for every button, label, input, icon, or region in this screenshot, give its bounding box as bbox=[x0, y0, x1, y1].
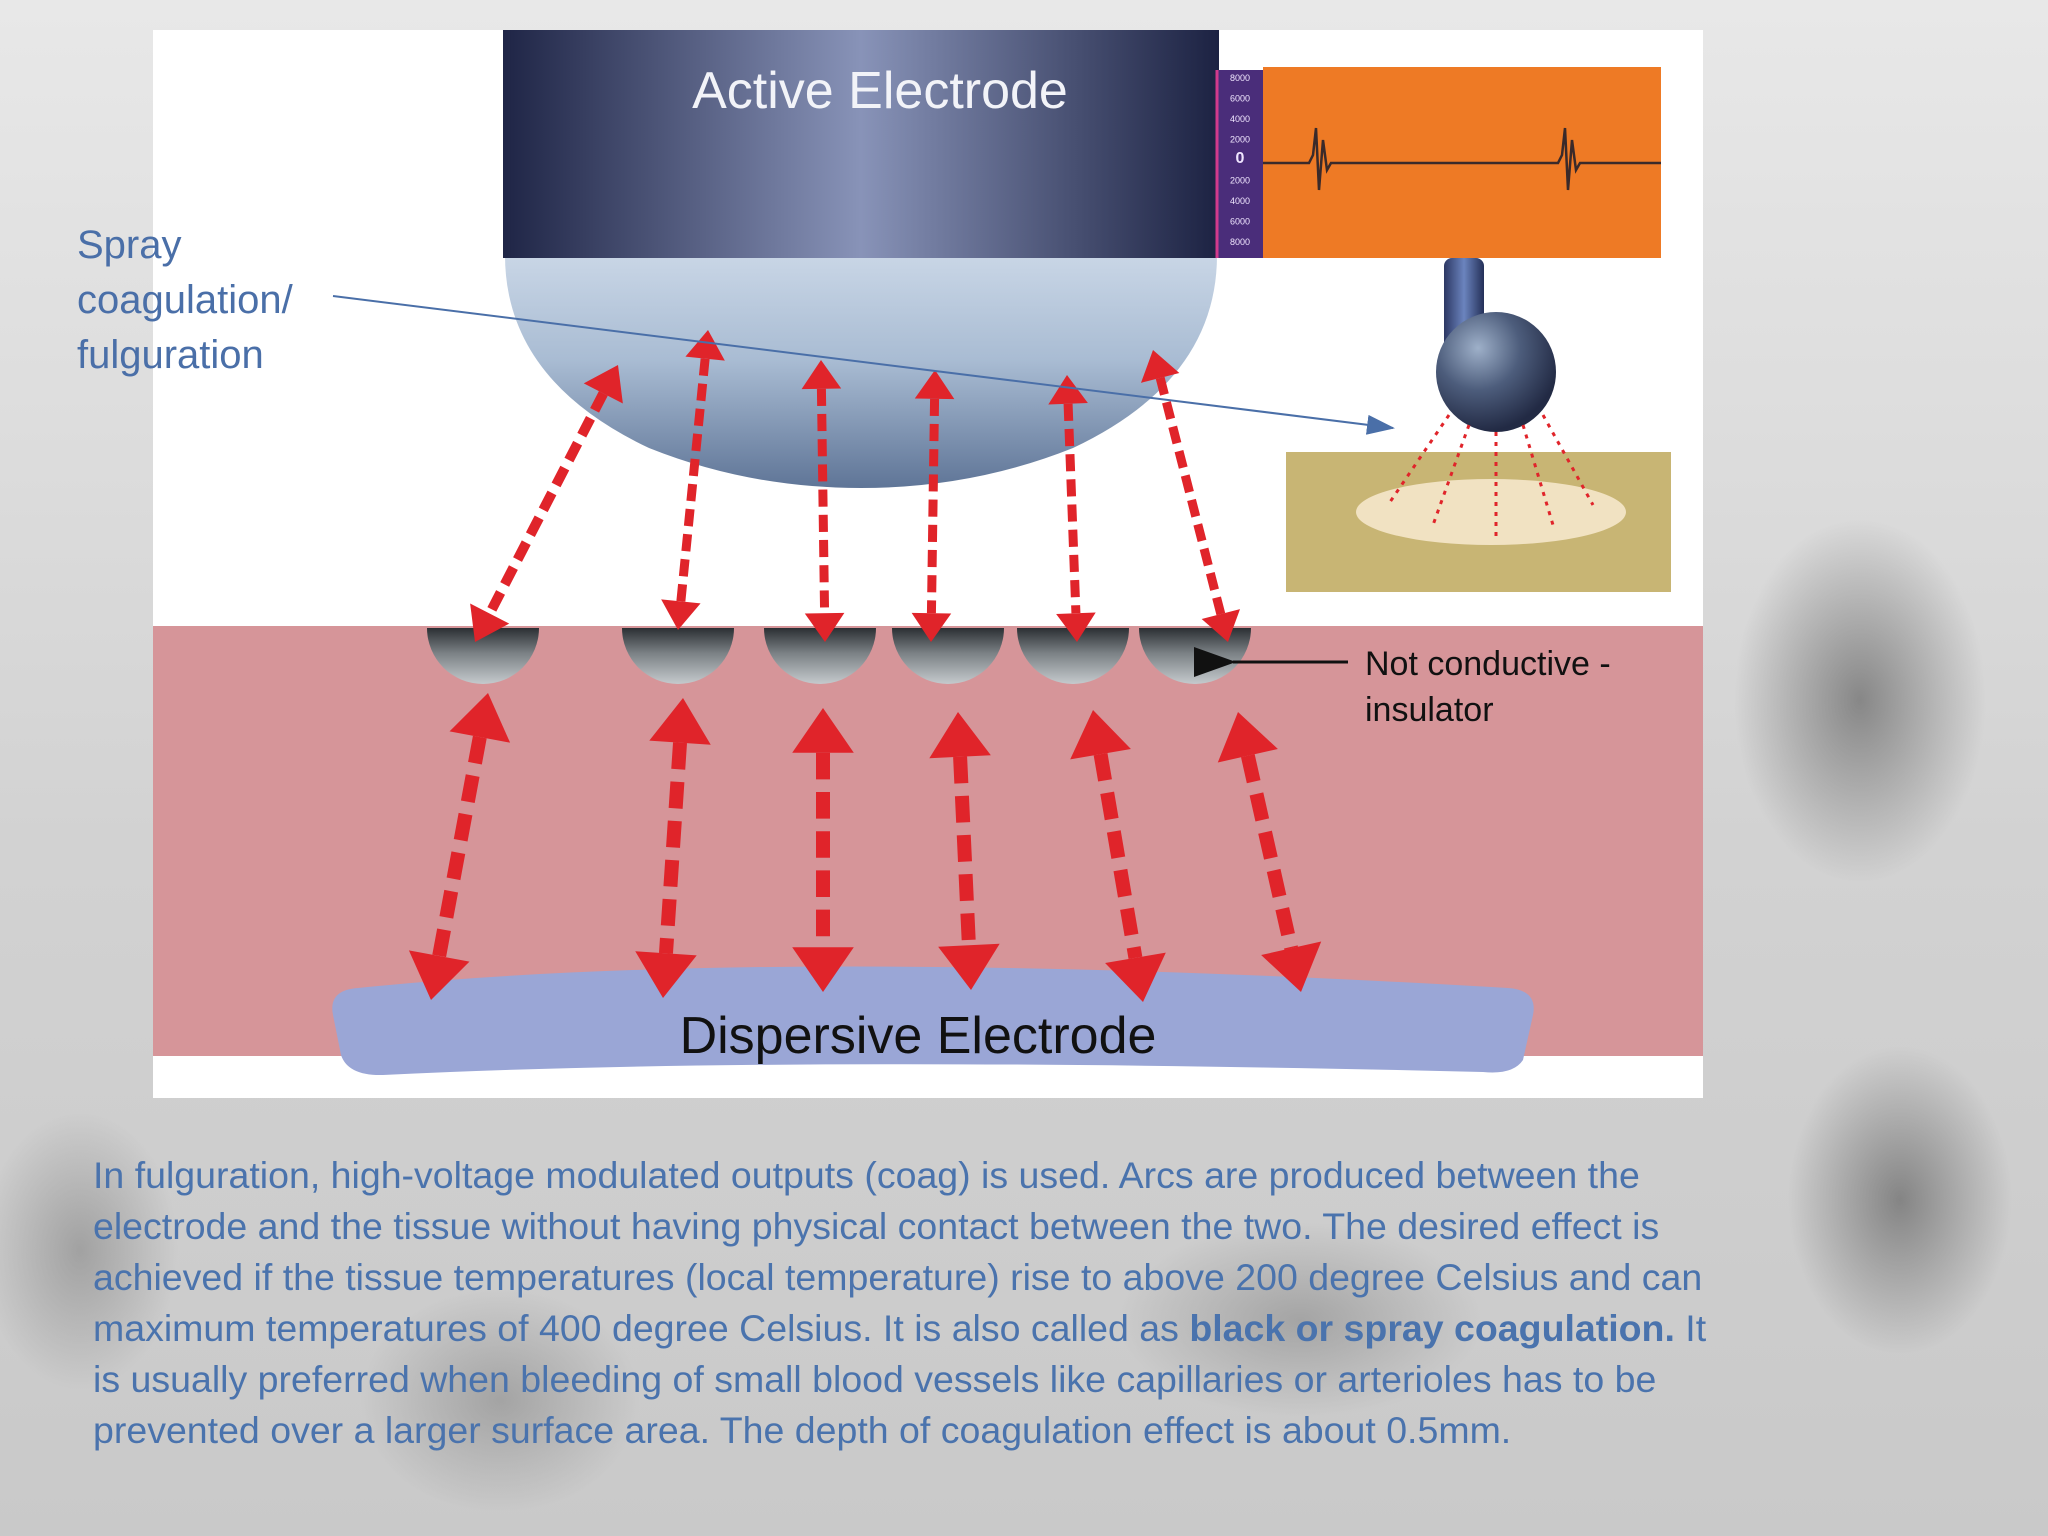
caption-line: In fulguration, high-voltage modulated o… bbox=[93, 1154, 1640, 1196]
active-electrode-body bbox=[503, 30, 1219, 258]
scale-tick-label: 2000 bbox=[1230, 135, 1250, 145]
discharge-arrow bbox=[929, 712, 1000, 990]
insulator-bump bbox=[892, 628, 1004, 684]
ball-electrode bbox=[1436, 312, 1556, 432]
voltage-scale-ticks: 8000 6000 4000 2000 0 2000 4000 6000 8000 bbox=[1230, 73, 1250, 247]
spray-label-line3: fulguration bbox=[77, 333, 264, 377]
scale-tick-label: 4000 bbox=[1230, 114, 1250, 124]
voltage-scale bbox=[1217, 70, 1263, 258]
discharge-arrow bbox=[635, 698, 711, 998]
caption-line: achieved if the tissue temperatures (loc… bbox=[93, 1256, 1703, 1298]
coagulation-zone bbox=[1356, 479, 1626, 545]
scale-tick-label: 4000 bbox=[1230, 196, 1250, 206]
scale-tick-label: 6000 bbox=[1230, 94, 1250, 104]
insulator-bump bbox=[1017, 628, 1129, 684]
scale-tick-label: 8000 bbox=[1230, 237, 1250, 247]
waveform-trace bbox=[1263, 127, 1661, 191]
discharge-arrow bbox=[1140, 350, 1241, 642]
insulator-label-line1: Not conductive - bbox=[1365, 645, 1611, 683]
caption-line: maximum temperatures of 400 degree Celsi… bbox=[93, 1303, 1993, 1354]
caption-line: prevented over a larger surface area. Th… bbox=[93, 1409, 1512, 1451]
scale-tick-label: 8000 bbox=[1230, 73, 1250, 83]
insulator-bump bbox=[622, 628, 734, 684]
discharge-arrow bbox=[792, 708, 854, 992]
electrosurgery-diagram: Dispersive Electrode Active Electrode 80… bbox=[153, 30, 1703, 1098]
dispersive-electrode-label: Dispersive Electrode bbox=[680, 1007, 1157, 1065]
insulator-label-line2: insulator bbox=[1365, 691, 1494, 729]
caption-line4-start: maximum temperatures of 400 degree Celsi… bbox=[93, 1307, 1190, 1349]
spray-coagulation-label: Spray coagulation/ fulguration bbox=[77, 218, 377, 383]
caption-emphasis: black or spray coagulation. bbox=[1189, 1307, 1675, 1349]
caption-line: electrode and the tissue without having … bbox=[93, 1205, 1660, 1247]
spray-sparks bbox=[1386, 414, 1595, 540]
insulator-bump bbox=[764, 628, 876, 684]
insulator-bump bbox=[427, 628, 539, 684]
caption-line4-end: It bbox=[1674, 1307, 1707, 1349]
caption-line: is usually preferred when bleeding of sm… bbox=[93, 1358, 1657, 1400]
discharge-arrow bbox=[470, 365, 623, 642]
spray-label-line2: coagulation/ bbox=[77, 278, 293, 322]
spray-label-line1: Spray bbox=[77, 223, 182, 267]
insulator-bumps bbox=[427, 628, 1251, 684]
active-electrode-label: Active Electrode bbox=[692, 62, 1068, 120]
scale-tick-label: 6000 bbox=[1230, 217, 1250, 227]
scale-tick-label: 0 bbox=[1236, 150, 1245, 167]
caption-text: In fulguration, high-voltage modulated o… bbox=[93, 1150, 1993, 1456]
discharge-arrow bbox=[1070, 710, 1166, 1002]
discharge-arrow bbox=[408, 693, 511, 1000]
dispersive-electrode bbox=[332, 966, 1534, 1076]
diagram-svg: Dispersive Electrode Active Electrode 80… bbox=[153, 30, 1703, 1076]
scale-tick-label: 2000 bbox=[1230, 176, 1250, 186]
discharge-arrow bbox=[1217, 712, 1322, 992]
